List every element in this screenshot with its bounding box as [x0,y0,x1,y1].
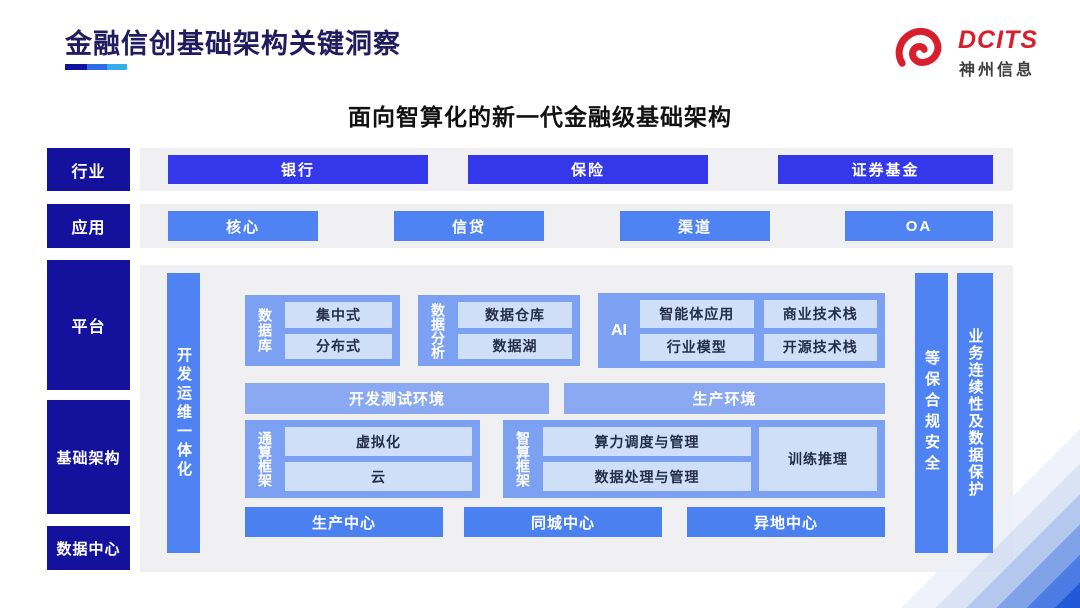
business-continuity-bar: 业务连续性及数据保护 [957,273,993,553]
block-cloud: 云 [285,462,472,491]
intelligent-compute-group: 智算框架 算力调度与管理 数据处理与管理 训练推理 [503,420,885,498]
underline-segment-medium [87,64,107,70]
ai-group: AI 智能体应用 商业技术栈 行业模型 开源技术栈 [598,293,885,368]
logo-company-text: 神州信息 [959,62,1036,79]
diagram-title: 面向智算化的新一代金融级基础架构 [348,104,732,130]
title-underline [65,64,127,70]
general-compute-group: 通算框架 虚拟化 云 [245,420,480,498]
data-analytics-group-label: 数据分析 [430,302,446,359]
block-virtualization: 虚拟化 [285,427,472,456]
dev-test-environment-bar: 开发测试环境 [245,383,549,414]
ai-group-label: AI [611,321,627,339]
database-group-label: 数据库 [257,308,273,353]
block-distributed: 分布式 [285,333,392,359]
dcits-logo-icon [890,22,950,76]
block-remote-center: 异地中心 [687,507,885,537]
block-centralized: 集中式 [285,302,392,328]
block-oa: OA [845,211,993,241]
block-core: 核心 [168,211,318,241]
block-same-city-center: 同城中心 [464,507,662,537]
block-production-center: 生产中心 [245,507,443,537]
block-securities-fund: 证券基金 [778,155,993,184]
sidebar-item-industry: 行业 [47,148,130,191]
data-analytics-group: 数据分析 数据仓库 数据湖 [418,295,580,366]
sidebar-item-infrastructure: 基础架构 [47,400,130,514]
intelligent-compute-group-label: 智算框架 [515,431,531,487]
block-data-processing: 数据处理与管理 [543,462,751,491]
database-group: 数据库 集中式 分布式 [245,295,400,366]
block-credit: 信贷 [394,211,544,241]
devops-integration-bar: 开发运维一体化 [167,273,200,553]
production-environment-bar: 生产环境 [564,383,885,414]
block-channel: 渠道 [620,211,770,241]
security-compliance-bar: 等保合规安全 [915,273,948,553]
sidebar-item-platform: 平台 [47,260,130,390]
underline-segment-dark [65,64,87,70]
block-insurance: 保险 [468,155,708,184]
general-compute-group-label: 通算框架 [257,431,273,487]
block-commercial-stack: 商业技术栈 [763,300,877,328]
page-title: 金融信创基础架构关键洞察 [65,29,401,59]
block-data-warehouse: 数据仓库 [458,302,572,328]
underline-segment-light [107,64,127,70]
block-data-lake: 数据湖 [458,333,572,359]
block-industry-model: 行业模型 [640,333,754,361]
block-agent-application: 智能体应用 [640,300,754,328]
block-compute-scheduling: 算力调度与管理 [543,427,751,456]
block-bank: 银行 [168,155,428,184]
sidebar-item-datacenter: 数据中心 [47,526,130,570]
logo-brand-text: DCITS [958,26,1038,54]
sidebar-item-application: 应用 [47,204,130,248]
block-opensource-stack: 开源技术栈 [763,333,877,361]
block-training-inference: 训练推理 [759,427,877,491]
